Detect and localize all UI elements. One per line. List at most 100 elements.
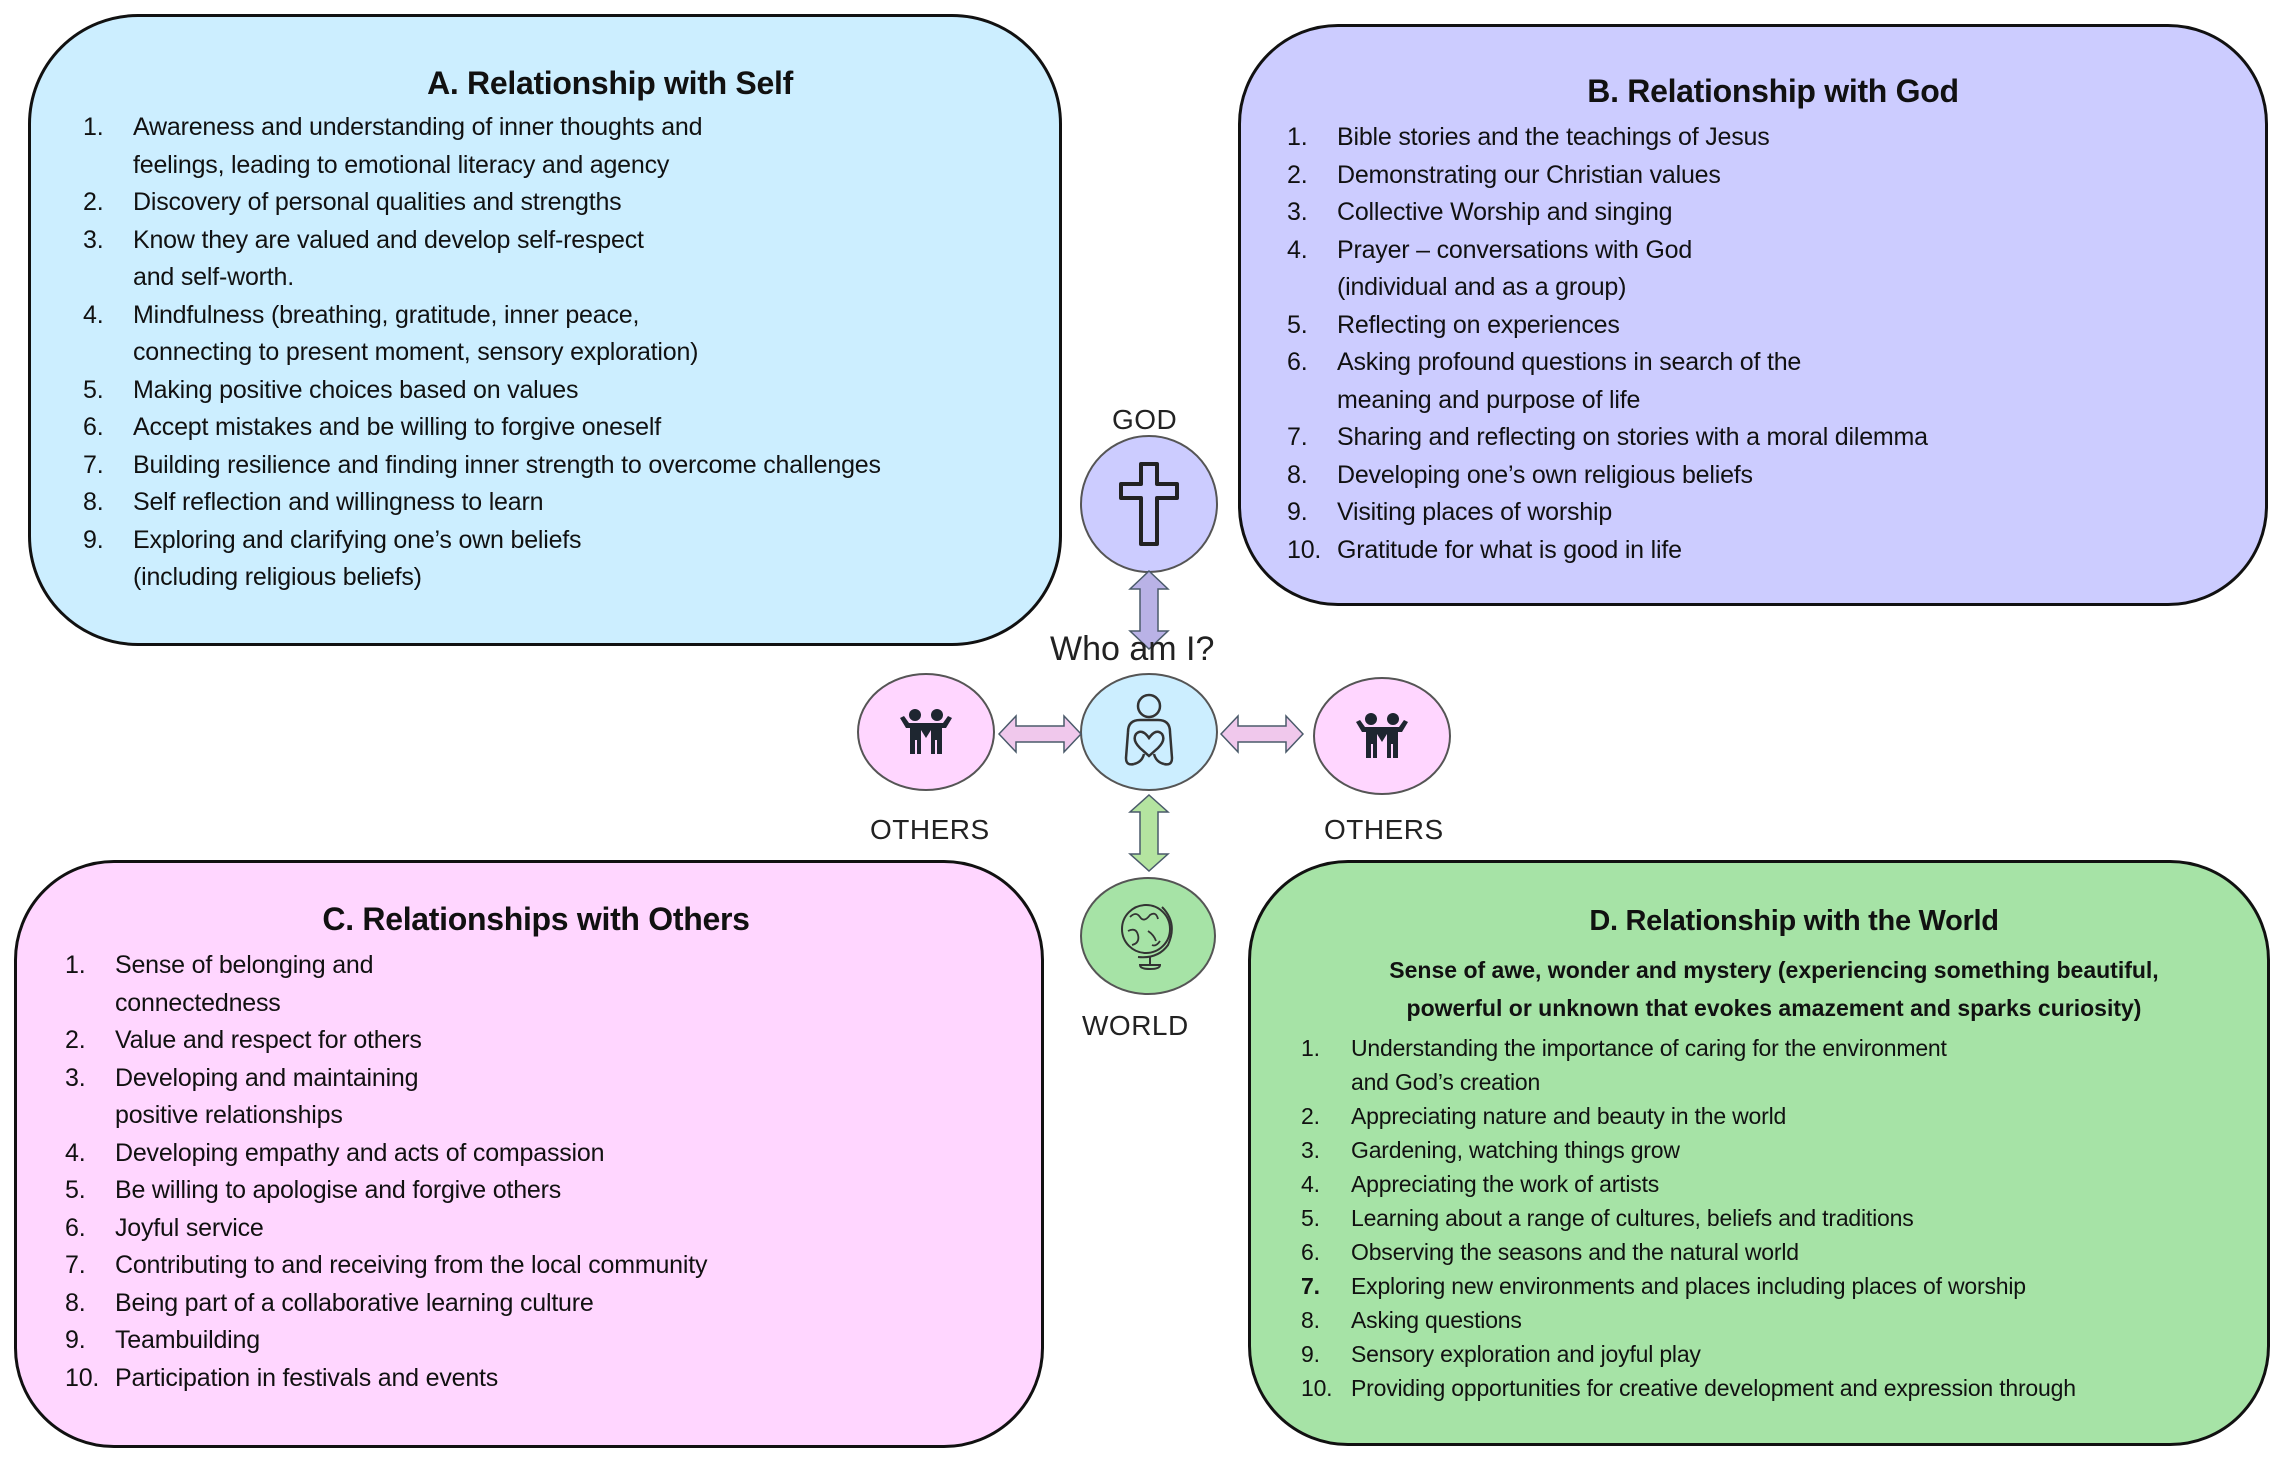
list-item-number: 4. [1301, 1171, 1320, 1197]
list-item-number: 6. [83, 413, 104, 441]
list-item: 9. Exploring and clarifying one’s own bel… [83, 522, 881, 597]
list-item-text: Sensory exploration and joyful play [1351, 1341, 1701, 1367]
list-item-text: Appreciating the work of artists [1351, 1171, 1660, 1197]
list-item-number: 1. [1301, 1035, 1320, 1061]
list-item: 3.Collective Worship and singing [1287, 194, 1928, 232]
god-self-arrow [1128, 570, 1170, 650]
list-item: 7.Contributing to and receiving from the… [65, 1247, 707, 1285]
list-item-text: Asking questions [1351, 1307, 1522, 1333]
list-item: 9. Sensory exploration and joyful play [1301, 1337, 2076, 1371]
list-item-number: 9. [83, 525, 104, 554]
list-item: 5.Reflecting on experiences [1287, 307, 1928, 345]
list-item: 3.Gardening, watching things grow [1301, 1133, 2076, 1167]
list-item-text: Visiting places of worship [1337, 498, 1613, 526]
list-item-text: Providing opportunities for creative dev… [1351, 1375, 2076, 1401]
list-item-text: Reflecting on experiences [1337, 310, 1620, 339]
list-item-number: 5. [65, 1176, 86, 1204]
panel-world: D. Relationship with the World Sense of … [1248, 860, 2270, 1446]
panel-self: A. Relationship with Self 1.Awareness an… [28, 14, 1062, 646]
list-item: 5. Be willing to apologise and forgive ot… [65, 1172, 707, 1210]
list-item: 4. Appreciating the work of artists [1301, 1167, 2076, 1201]
panel-god: B. Relationship with God 1.Bible stories… [1238, 24, 2268, 606]
list-item: 4. Mindfulness (breathing, gratitude, inn… [83, 297, 881, 372]
list-item-text: Contributing to and receiving from the l… [115, 1251, 708, 1279]
panel-self-title: A. Relationship with Self [427, 65, 793, 101]
world-label: WORLD [1082, 1010, 1189, 1041]
list-item-text: Exploring and clarifying one’s own belie… [133, 525, 582, 592]
list-item-number: 6. [65, 1213, 86, 1242]
list-item-number: 7. [1287, 423, 1308, 451]
list-item-number: 2. [1301, 1103, 1320, 1129]
list-item-number: 2. [1287, 160, 1308, 189]
list-item-text: Collective Worship and singing [1337, 198, 1673, 226]
list-item: 10.Participation in festivals and events [65, 1360, 707, 1398]
list-item-number: 6. [1287, 348, 1308, 376]
self-others-left-arrow [998, 714, 1082, 754]
list-item-number: 10. [1301, 1375, 1333, 1401]
list-item-number: 3. [65, 1063, 86, 1092]
list-item-text: Bible stories and the teachings of Jesus [1337, 123, 1770, 151]
list-item-text: Teambuilding [115, 1326, 260, 1354]
god-node [1080, 435, 1218, 573]
list-item-number: 1. [1287, 123, 1308, 151]
list-item-text: Asking profound questions in search of t… [1337, 348, 1802, 414]
list-item-number: 9. [65, 1326, 86, 1354]
list-item-text: Gardening, watching things grow [1351, 1137, 1680, 1163]
list-item-text: Sense of belonging and connectedness [115, 951, 374, 1017]
list-item-text: Sharing and reflecting on stories with a… [1337, 423, 1928, 451]
list-item-text: Being part of a collaborative learning c… [115, 1288, 594, 1317]
panel-world-title: D. Relationship with the World [1589, 905, 1999, 937]
god-label: GOD [1112, 404, 1178, 435]
list-item-text: Understanding the importance of caring f… [1351, 1035, 1947, 1095]
list-item: 6. Accept mistakes and be willing to forg… [83, 409, 881, 447]
list-item: 2.Appreciating nature and beauty in the … [1301, 1099, 2076, 1133]
panel-others: C. Relationships with Others 1. Sense of … [14, 860, 1044, 1448]
list-item-text: Discovery of personal qualities and stre… [133, 188, 622, 216]
list-item-number: 7. [1301, 1273, 1320, 1299]
panel-others-title: C. Relationships with Others [322, 901, 750, 937]
globe-icon [1121, 904, 1173, 971]
list-item: 7. Exploring new environments and places … [1301, 1269, 2076, 1303]
others-right-node [1313, 677, 1451, 795]
list-item-text: Prayer – conversations with God (individ… [1337, 235, 1693, 302]
list-item-number: 5. [83, 375, 104, 404]
two-people-icon [1356, 713, 1408, 758]
list-item-number: 8. [1301, 1307, 1320, 1333]
list-item: 10. Gratitude for what is good in life [1287, 532, 1928, 570]
cross-icon [1119, 462, 1179, 546]
list-item: 3.Developing and maintaining positive re… [65, 1060, 707, 1135]
list-item-text: Observing the seasons and the natural wo… [1351, 1239, 1799, 1265]
two-people-icon [900, 709, 952, 754]
list-item-number: 1. [65, 951, 86, 979]
list-item-number: 7. [83, 450, 104, 479]
list-item-text: Exploring new environments and places in… [1351, 1273, 2026, 1299]
list-item-number: 9. [1301, 1341, 1320, 1367]
list-item: 1. Understanding the importance of caring… [1301, 1031, 2076, 1099]
list-item: 9. Teambuilding [65, 1322, 707, 1360]
list-item-text: Mindfulness (breathing, gratitude, inner… [133, 300, 699, 367]
panel-world-subtitle: Sense of awe, wonder and mystery (experi… [1389, 957, 2159, 1021]
list-item: 6.Joyful service [65, 1210, 707, 1248]
list-item: 4. Prayer – conversations with God (indiv… [1287, 232, 1928, 307]
list-item-text: Be willing to apologise and forgive othe… [115, 1176, 562, 1204]
list-item: 8. Developing one’s own religious beliefs [1287, 457, 1928, 495]
person-holding-heart-icon [1124, 693, 1174, 766]
list-item-number: 4. [65, 1138, 86, 1167]
list-item-number: 4. [83, 300, 104, 329]
others-left-label: OTHERS [870, 814, 990, 845]
list-item-number: 10. [1287, 535, 1322, 564]
list-item-text: Accept mistakes and be willing to forgiv… [133, 413, 661, 441]
list-item: 2.Demonstrating our Christian values [1287, 157, 1928, 195]
list-item: 8. Asking questions [1301, 1303, 2076, 1337]
self-node [1080, 673, 1218, 791]
list-item-text: Awareness and understanding of inner tho… [133, 113, 703, 179]
list-item-number: 8. [1287, 460, 1308, 489]
list-item-text: Value and respect for others [115, 1026, 422, 1054]
list-item: 5.Learning about a range of cultures, be… [1301, 1201, 2076, 1235]
list-item-text: Gratitude for what is good in life [1337, 535, 1682, 564]
list-item-text: Developing one’s own religious beliefs [1337, 460, 1753, 489]
panel-god-list: 1. Bible stories and the teachings of Jes… [1287, 119, 1928, 569]
list-item-text: Know they are valued and develop self-re… [133, 225, 644, 292]
list-item-number: 4. [1287, 235, 1308, 264]
